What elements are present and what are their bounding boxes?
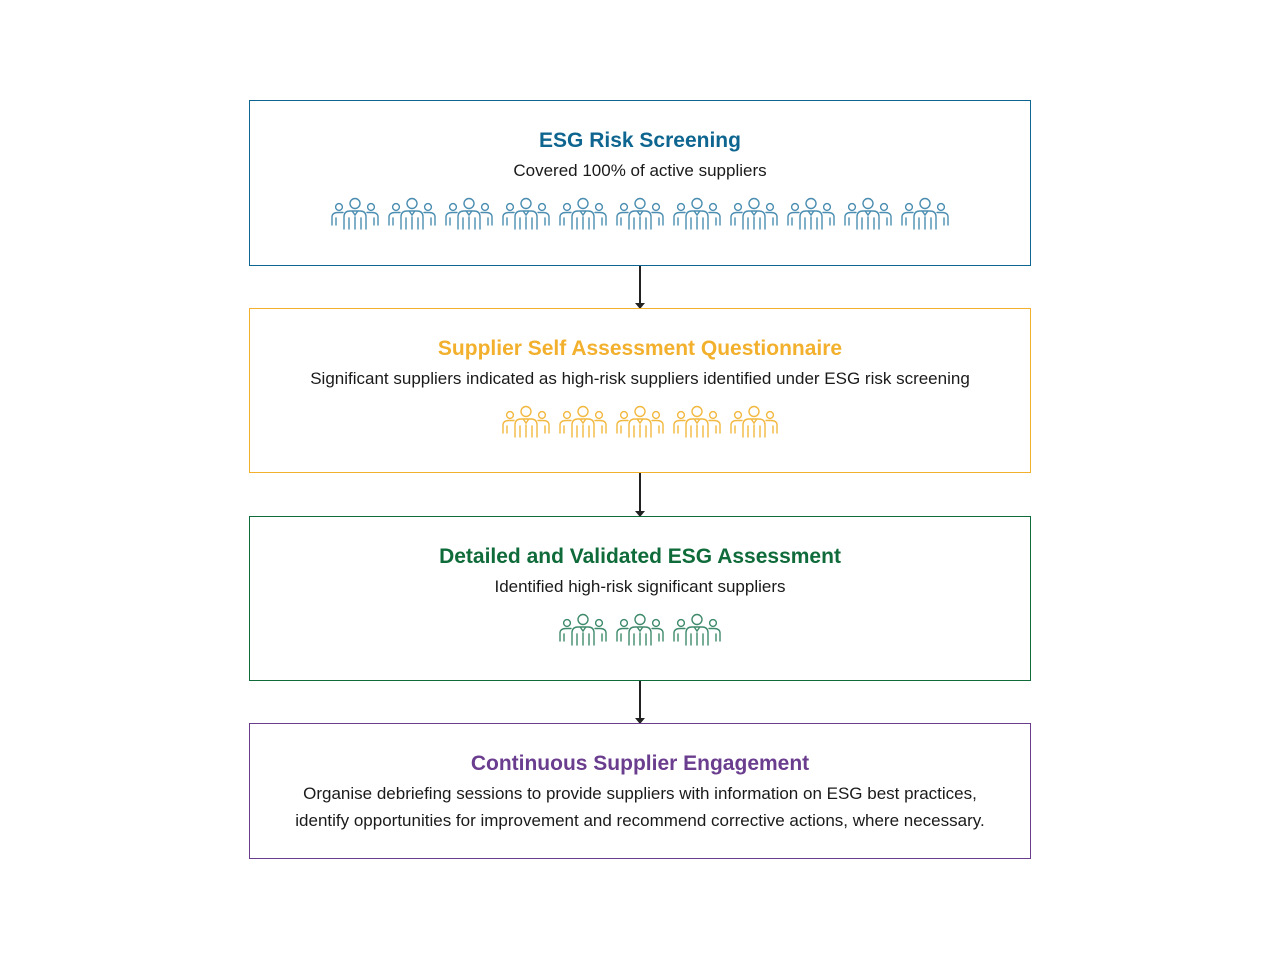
people-group-icon xyxy=(559,405,607,438)
stage-title: Detailed and Validated ESG Assessment xyxy=(439,545,841,568)
people-group-icon xyxy=(901,197,949,230)
people-group-icon xyxy=(388,197,436,230)
stage-esg-risk-screening: ESG Risk Screening Covered 100% of activ… xyxy=(249,100,1031,266)
people-group-icon xyxy=(559,613,607,646)
stage-box: Continuous Supplier Engagement Organise … xyxy=(249,723,1031,859)
stage-description: Identified high-risk significant supplie… xyxy=(494,577,786,596)
people-group-icon xyxy=(730,197,778,230)
stage-supplier-self-assessment: Supplier Self Assessment Questionnaire S… xyxy=(249,308,1031,473)
people-group-icon xyxy=(616,197,664,230)
people-group-icon xyxy=(616,405,664,438)
stage-title: Supplier Self Assessment Questionnaire xyxy=(437,337,843,360)
people-group-icon xyxy=(616,613,664,646)
stage-description: Organise debriefing sessions to provide … xyxy=(295,784,985,830)
people-group-icon xyxy=(673,613,721,646)
stage-continuous-supplier-engagement: Continuous Supplier Engagement Organise … xyxy=(249,723,1031,859)
people-group-icon xyxy=(445,197,493,230)
stage-box: Detailed and Validated ESG Assessment Id… xyxy=(249,516,1031,681)
people-group-icon xyxy=(673,197,721,230)
supplier-icon-row xyxy=(270,404,1010,440)
people-group-icon xyxy=(502,197,550,230)
flow-arrow xyxy=(635,473,645,517)
supplier-icon-row xyxy=(270,612,1010,648)
stage-title: Continuous Supplier Engagement xyxy=(470,752,810,775)
people-group-icon xyxy=(844,197,892,230)
flow-arrow xyxy=(635,681,645,724)
people-group-icon xyxy=(331,197,379,230)
supplier-icon-row xyxy=(270,196,1010,232)
people-group-icon xyxy=(673,405,721,438)
stage-description: Covered 100% of active suppliers xyxy=(513,161,767,180)
stage-title: ESG Risk Screening xyxy=(539,129,741,152)
stage-description: Significant suppliers indicated as high-… xyxy=(310,369,970,388)
people-group-icon xyxy=(730,405,778,438)
stage-box: Supplier Self Assessment Questionnaire S… xyxy=(249,308,1031,473)
stage-box: ESG Risk Screening Covered 100% of activ… xyxy=(249,100,1031,266)
people-group-icon xyxy=(502,405,550,438)
people-group-icon xyxy=(787,197,835,230)
flow-arrow xyxy=(635,266,645,309)
people-group-icon xyxy=(559,197,607,230)
stage-detailed-validated-assessment: Detailed and Validated ESG Assessment Id… xyxy=(249,516,1031,681)
